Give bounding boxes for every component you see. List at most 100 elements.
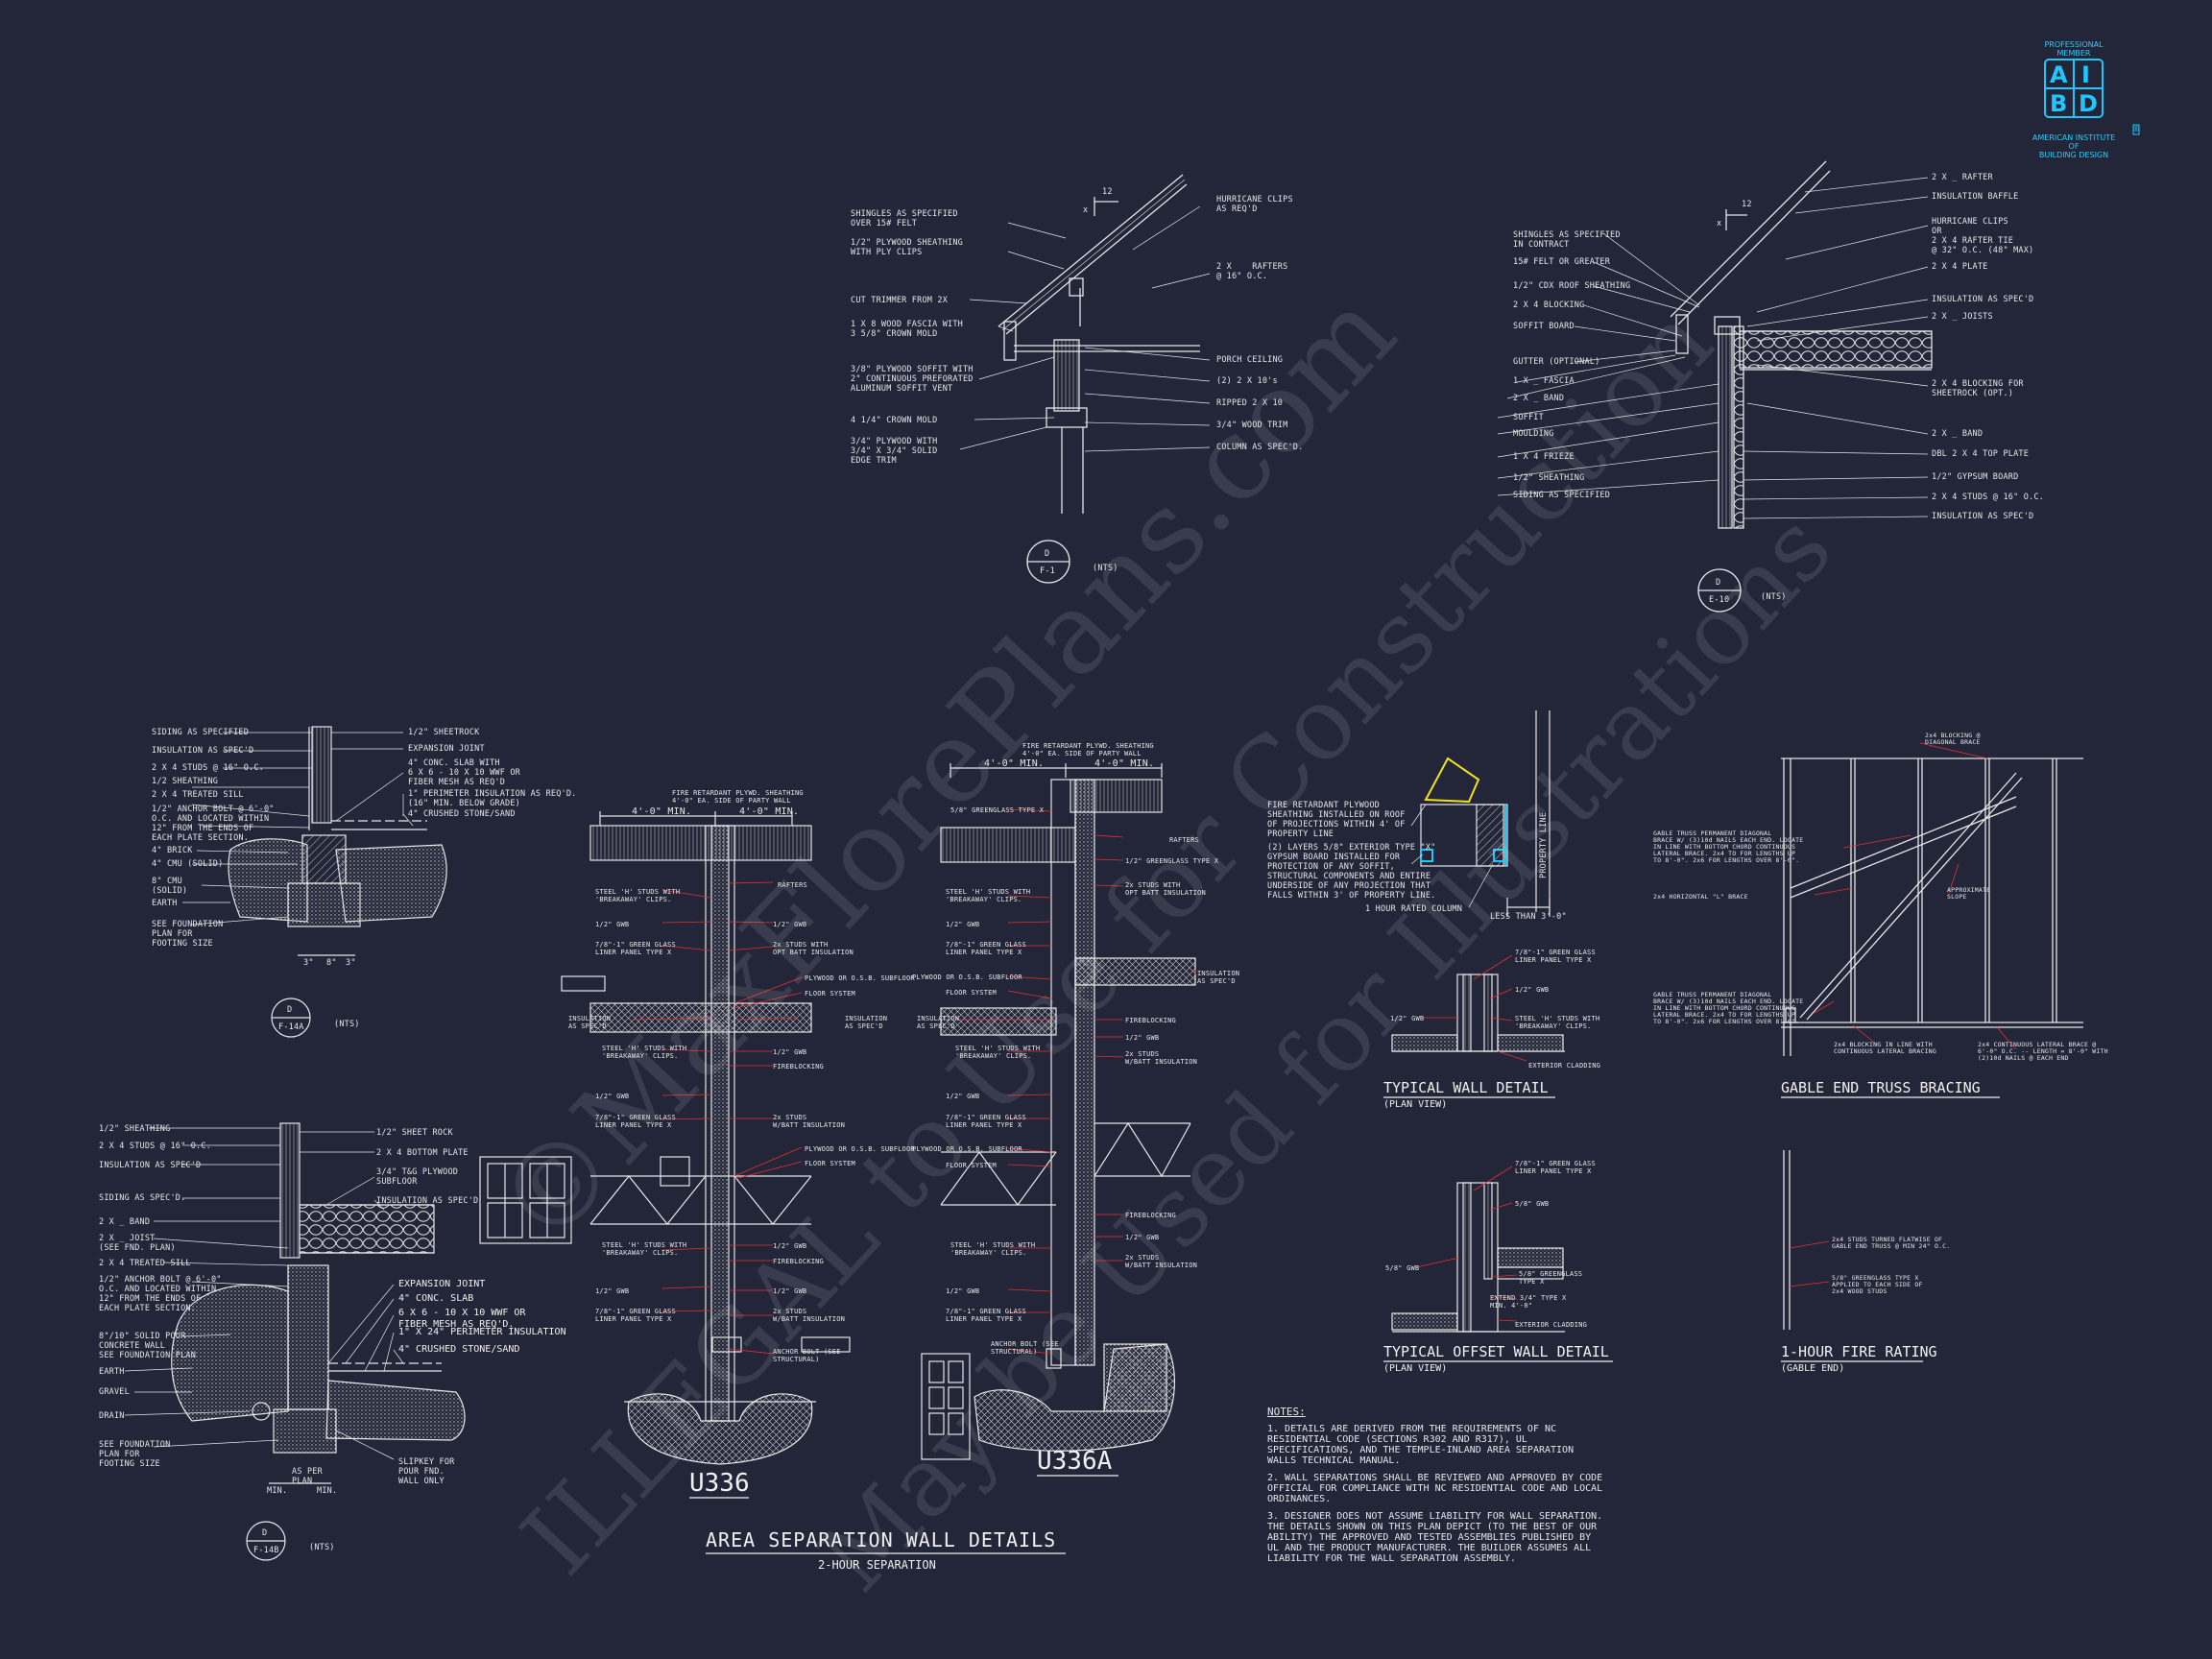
logo-registered: ® — [2132, 125, 2140, 133]
f1-left-2: CUT TRIMMER FROM 2X — [851, 296, 949, 305]
u336a-right-4: FIREBLOCKING — [1125, 1017, 1176, 1024]
u336-left-9: 7/8"-1" GREEN GLASS LINER PANEL TYPE X — [595, 1308, 676, 1323]
e10-left-1: 15# FELT OR GREATER — [1513, 257, 1611, 267]
f14b-left-2: INSULATION AS SPEC'D — [99, 1161, 202, 1170]
u336a-dim-left: 4'-0" MIN. — [984, 758, 1045, 769]
u336-top-note: FIRE RETARDANT PLYWD. SHEATHING 4'-0" EA… — [672, 789, 804, 805]
f14b-left-0: 1/2" SHEATHING — [99, 1124, 171, 1134]
offset-title: TYPICAL OFFSET WALL DETAIL — [1383, 1343, 1609, 1360]
f1-left-1: 1/2" PLYWOOD SHEATHING WITH PLY CLIPS — [851, 238, 963, 257]
u336a-left-14: 7/8"-1" GREEN GLASS LINER PANEL TYPE X — [946, 1308, 1026, 1323]
f1-left-4: 3/8" PLYWOOD SOFFIT WITH 2" CONTINUOUS P… — [851, 365, 974, 394]
e10-pitch: 12 — [1742, 200, 1752, 209]
fire-title: 1-HOUR FIRE RATING — [1781, 1343, 1937, 1360]
aibd-logo — [2044, 59, 2140, 135]
u336-left-7: STEEL 'H' STUDS WITH 'BREAKAWAY' CLIPS. — [602, 1241, 687, 1257]
gable-label-5: 2x4 BLOCKING IN LINE WITH CONTINUOUS LAT… — [1834, 1041, 1936, 1055]
f14b-left-12: SEE FOUNDATION PLAN FOR FOOTING SIZE — [99, 1440, 171, 1469]
detail-f14a-drawing — [182, 726, 447, 1038]
property-line-label: PROPERTY LINE — [1539, 811, 1549, 878]
gable-title: GABLE END TRUSS BRACING — [1781, 1079, 1981, 1096]
typical-wall-label-1: 1/2" GWB — [1515, 986, 1550, 994]
u336a-right-3: INSULATION AS SPEC'D — [1197, 970, 1240, 985]
f14b-left-7: 1/2" ANCHOR BOLT @ 6'-0" O.C. AND LOCATE… — [99, 1275, 222, 1313]
note-3: 3. DESIGNER DOES NOT ASSUME LIABILITY FO… — [1267, 1511, 1603, 1564]
notes-heading: NOTES: — [1267, 1406, 1306, 1418]
note-1: 1. DETAILS ARE DERIVED FROM THE REQUIREM… — [1267, 1424, 1575, 1466]
logo-bottom-1: AMERICAN INSTITUTE — [2032, 133, 2116, 142]
f14a-dim-2: 3" — [346, 958, 356, 968]
f1-right-3: (2) 2 X 10's — [1216, 376, 1278, 386]
f1-pitch-x: x — [1083, 205, 1089, 215]
u336a-left-3: 7/8"-1" GREEN GLASS LINER PANEL TYPE X — [946, 941, 1026, 956]
u336-right-5: INSULATION AS SPEC'D — [845, 1015, 888, 1030]
gable-label-0: 2x4 BLOCKING @ DIAGONAL BRACE — [1925, 732, 1981, 746]
logo-bottom-3: BUILDING DESIGN — [2038, 151, 2109, 159]
f14b-left-8: 8"/10" SOLID POUR CONCRETE WALL SEE FOUN… — [99, 1332, 197, 1360]
e10-left-11: 1/2" SHEATHING — [1513, 473, 1585, 483]
u336-left-0: STEEL 'H' STUDS WITH 'BREAKAWAY' CLIPS. — [595, 888, 681, 903]
f14a-right-3: 1" PERIMETER INSULATION AS REQ'D. (16" M… — [408, 789, 577, 808]
u336a-right-1: 1/2" GREENGLASS TYPE X — [1125, 857, 1219, 865]
property-column: 1 HOUR RATED COLUMN — [1365, 904, 1463, 914]
u336a-left-9: 7/8"-1" GREEN GLASS LINER PANEL TYPE X — [946, 1114, 1026, 1129]
f14b-dim-1: AS PER PLAN — [292, 1467, 323, 1486]
f14b-left-5: 2 X _ JOIST (SEE FND. PLAN) — [99, 1234, 176, 1253]
offset-label-3: 5/8" GREENGLASS TYPE X — [1519, 1270, 1583, 1286]
detail-f14b-drawing — [124, 1122, 466, 1561]
logo-letter-a: A — [2050, 61, 2068, 88]
f1-right-5: 3/4" WOOD TRIM — [1216, 421, 1288, 430]
u336-right-12: FIREBLOCKING — [773, 1258, 824, 1265]
e10-left-3: 2 X 4 BLOCKING — [1513, 301, 1585, 310]
offset-label-4: EXTEND 3/4" TYPE X MIN. 4'-0" — [1490, 1294, 1567, 1310]
u336-left-6: 7/8"-1" GREEN GLASS LINER PANEL TYPE X — [595, 1114, 676, 1129]
u336-drawing — [561, 811, 851, 1465]
e10-left-0: SHINGLES AS SPECIFIED IN CONTRACT — [1513, 230, 1621, 250]
gable-label-2: 2x4 HORIZONTAL "L" BRACE — [1653, 893, 1748, 901]
u336-right-3: PLYWOOD OR O.S.B. SUBFLOOR — [805, 974, 915, 982]
f14b-right-7: 1" X 24" PERIMETER INSULATION — [398, 1327, 566, 1337]
f1-tag-top: D — [1045, 549, 1050, 559]
gable-label-4: GABLE TRUSS PERMANENT DIAGONAL BRACE W/ … — [1653, 991, 1804, 1025]
e10-right-5: 2 X _ JOISTS — [1932, 312, 1993, 322]
u336-right-15: ANCHOR BOLT (SEE STRUCTURAL) — [773, 1348, 841, 1363]
f14b-left-6: 2 X 4 TREATED SILL — [99, 1259, 191, 1268]
typical-wall-label-3: STEEL 'H' STUDS WITH 'BREAKAWAY' CLIPS. — [1515, 1015, 1600, 1030]
u336a-right-2: 2x STUDS WITH OPT BATT INSULATION — [1125, 881, 1206, 897]
f14b-left-4: 2 X _ BAND — [99, 1217, 151, 1227]
f14a-right-2: 4" CONC. SLAB WITH 6 X 6 - 10 X 10 WWF O… — [408, 758, 520, 787]
u336-right-7: FIREBLOCKING — [773, 1063, 824, 1070]
e10-left-4: SOFFIT BOARD — [1513, 322, 1575, 331]
gable-truss-drawing — [1781, 742, 2083, 1056]
u336-right-11: 1/2" GWB — [773, 1242, 807, 1250]
f1-left-0: SHINGLES AS SPECIFIED OVER 15# FELT — [851, 209, 958, 228]
e10-right-9: 1/2" GYPSUM BOARD — [1932, 472, 2019, 482]
f14b-scale: (NTS) — [309, 1543, 335, 1552]
u336a-left-8: 1/2" GWB — [946, 1093, 980, 1100]
e10-tag-top: D — [1716, 578, 1721, 588]
e10-right-10: 2 X 4 STUDS @ 16" O.C. — [1932, 493, 2044, 502]
e10-right-2: HURRICANE CLIPS OR 2 X 4 RAFTER TIE @ 32… — [1932, 217, 2034, 255]
area-sep-title: AREA SEPARATION WALL DETAILS — [706, 1528, 1057, 1551]
offset-label-5: EXTERIOR CLADDING — [1515, 1321, 1588, 1329]
f14b-right-9: SLIPKEY FOR POUR FND. WALL ONLY — [398, 1457, 455, 1486]
u336a-left-15: ANCHOR BOLT (SEE STRUCTURAL) — [991, 1340, 1059, 1356]
f1-pitch: 12 — [1102, 187, 1113, 197]
f14b-left-9: EARTH — [99, 1367, 125, 1377]
logo-letter-i: I — [2081, 61, 2090, 88]
e10-left-9: MOULDING — [1513, 429, 1554, 439]
gable-label-6: 2x4 CONTINUOUS LATERAL BRACE @ 6'-0" O.C… — [1978, 1041, 2108, 1062]
e10-right-8: DBL 2 X 4 TOP PLATE — [1932, 449, 2030, 459]
u336-right-6: 1/2" GWB — [773, 1048, 807, 1056]
u336-right-10: FLOOR SYSTEM — [805, 1160, 855, 1167]
f14a-left-2: 2 X 4 STUDS @ 16" O.C. — [152, 763, 264, 773]
detail-e10-drawing — [1497, 160, 1933, 613]
title-underlines — [689, 1096, 2000, 1554]
e10-scale: (NTS) — [1761, 592, 1787, 602]
f14b-right-5: 4" CONC. SLAB — [398, 1293, 474, 1304]
u336a-drawing — [921, 763, 1196, 1460]
u336-left-4: STEEL 'H' STUDS WITH 'BREAKAWAY' CLIPS. — [602, 1045, 687, 1060]
f14b-left-10: GRAVEL — [99, 1387, 130, 1397]
u336-dim-left: 4'-0" MIN. — [632, 806, 692, 817]
u336a-right-6: 2x STUDS W/BATT INSULATION — [1125, 1050, 1198, 1066]
